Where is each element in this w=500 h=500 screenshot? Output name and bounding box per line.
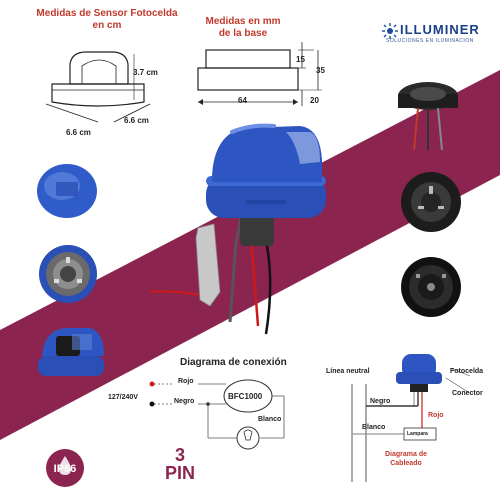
sensor-width-label: 6.6 cm bbox=[66, 128, 91, 137]
wiring-black-label: Negro bbox=[370, 398, 391, 405]
brand-name: ILLUMINER bbox=[400, 22, 480, 37]
sensor-dims-title: Medidas de Sensor Fotocelda en cm bbox=[32, 8, 182, 32]
water-drop-icon bbox=[46, 449, 84, 487]
wiring-title-line1: Diagrama de bbox=[384, 451, 428, 458]
pin-count-number: 3 bbox=[174, 445, 185, 465]
connection-white-label: Blanco bbox=[258, 416, 282, 423]
sensor-dims-title-line1: Medidas de Sensor Fotocelda bbox=[36, 8, 178, 19]
receptacle-bottom-photo bbox=[401, 257, 461, 317]
receptacle-top-photo bbox=[398, 82, 458, 151]
base-dims-title-line1: Medidas en mm bbox=[205, 16, 281, 27]
wiring-title-line2: Cableado bbox=[390, 460, 422, 467]
base-side-label: 20 bbox=[310, 96, 319, 105]
connection-diagram-title: Diagrama de conexión bbox=[180, 357, 287, 368]
ip-badge: IP66 bbox=[38, 444, 92, 488]
connection-voltage-label: 127/240V bbox=[108, 394, 138, 401]
photocell-main-photo bbox=[150, 123, 326, 335]
connection-black-label: Negro bbox=[174, 398, 195, 405]
sensor-outline-drawing bbox=[45, 51, 151, 123]
connection-diagram bbox=[149, 379, 285, 450]
wiring-photocell-label: Fotocelda bbox=[450, 368, 484, 375]
wiring-neutral-label: Línea neutral bbox=[326, 368, 370, 375]
wiring-title: Diagrama de Cableado bbox=[376, 450, 436, 468]
pin-count-label: PIN bbox=[164, 463, 195, 483]
base-dims-title-line2: de la base bbox=[218, 28, 268, 39]
sensor-dims-title-line2: en cm bbox=[92, 20, 122, 31]
sensor-depth-label: 6.6 cm bbox=[124, 116, 149, 125]
brand-sun-icon bbox=[382, 23, 398, 39]
base-total-label: 35 bbox=[316, 66, 325, 75]
base-top-label: 15 bbox=[296, 55, 305, 64]
connection-red-label: Rojo bbox=[178, 378, 194, 385]
sensor-top-view-photo bbox=[37, 164, 97, 218]
sensor-base-view-photo bbox=[39, 245, 97, 303]
wiring-white-label: Blanco bbox=[362, 424, 386, 431]
sensor-side-view-photo bbox=[38, 328, 104, 376]
wiring-diagram bbox=[351, 354, 471, 482]
receptacle-front-photo bbox=[401, 172, 461, 232]
sensor-height-label: 3.7 cm bbox=[133, 68, 158, 77]
base-dims-title: Medidas en mm de la base bbox=[198, 16, 288, 40]
ip-rating-text: IP66 bbox=[53, 463, 77, 475]
base-dimension-drawing bbox=[197, 42, 322, 106]
wiring-lamp-label: Lampara bbox=[407, 431, 428, 437]
connection-device-label: BFC1000 bbox=[228, 392, 263, 401]
base-width-label: 64 bbox=[238, 96, 247, 105]
wiring-connector-label: Conector bbox=[452, 390, 483, 397]
brand-tagline: SOLUCIONES EN ILUMINACION bbox=[386, 38, 474, 44]
wiring-red-label: Rojo bbox=[428, 412, 444, 419]
